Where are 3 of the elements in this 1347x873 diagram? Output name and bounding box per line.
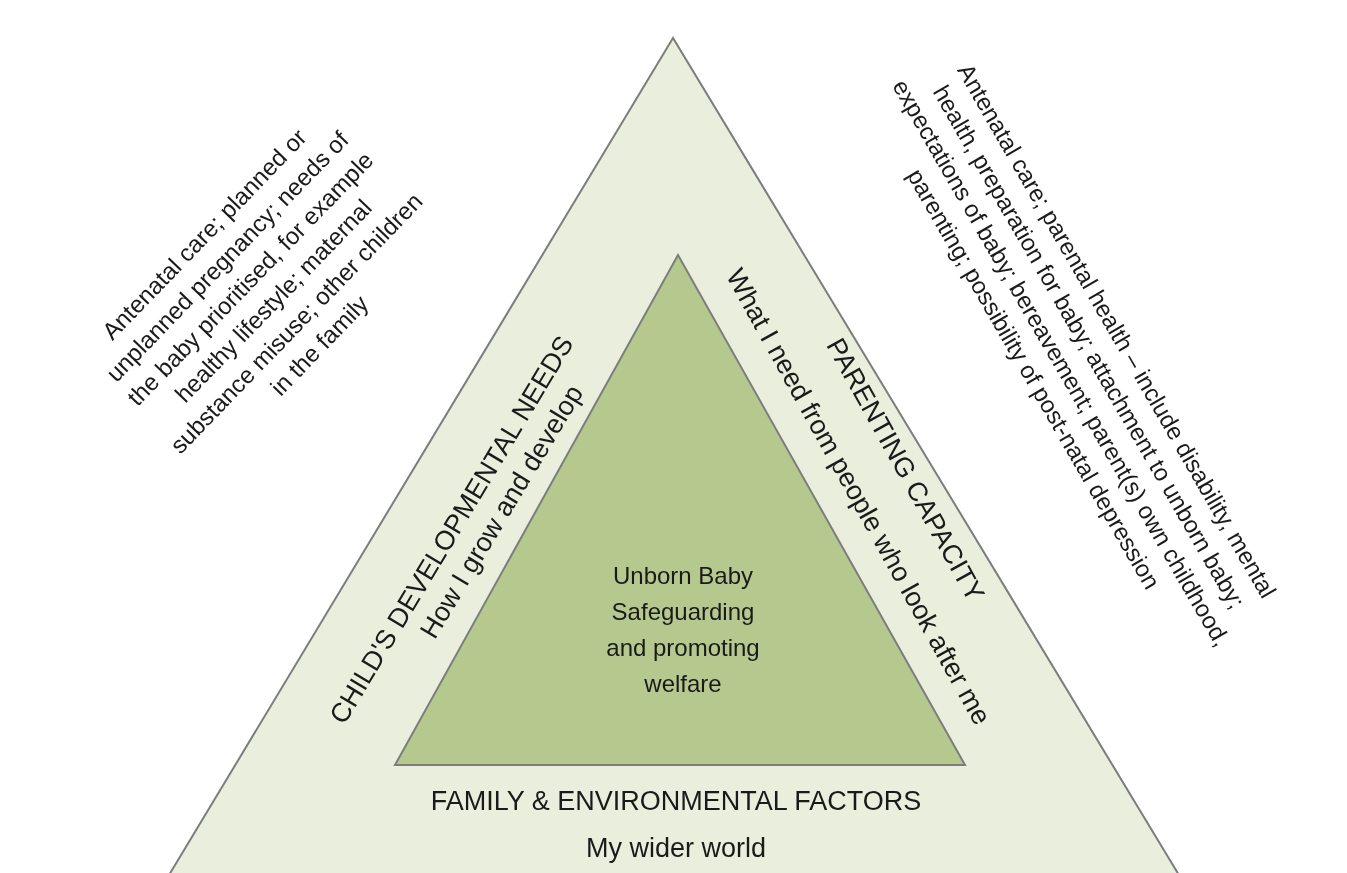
side-subheading: My wider world — [586, 834, 766, 862]
center-text: Unborn Baby Safeguarding and promoting welfare — [605, 561, 761, 699]
side-heading: FAMILY & ENVIRONMENTAL FACTORS — [430, 787, 922, 815]
